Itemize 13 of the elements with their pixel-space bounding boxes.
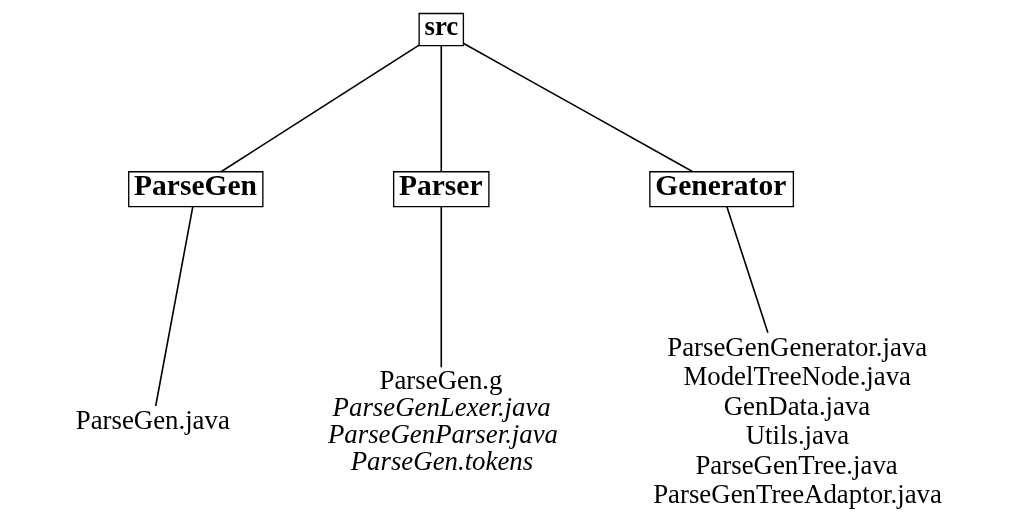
node-text: ParseGenGenerator.java ModelTreeNode.java GenData.java Utils.java ParseGenTree.java ParseGenTreeAdaptor.java <box>652 331 942 510</box>
node-text: ParseGen.g ParseGenLexer.java ParseGenParser.java ParseGen.tokens <box>327 365 558 476</box>
connector <box>219 44 420 173</box>
connector <box>439 205 442 369</box>
node-box: ParseGen <box>127 171 264 208</box>
node-text: ParseGen.java <box>75 405 230 436</box>
connector <box>462 42 693 173</box>
node-box: Parser <box>392 171 490 208</box>
connector <box>725 205 769 334</box>
connector <box>154 205 194 407</box>
node-box: Generator <box>648 171 794 208</box>
node-box: src <box>417 12 464 47</box>
connector <box>439 45 442 173</box>
